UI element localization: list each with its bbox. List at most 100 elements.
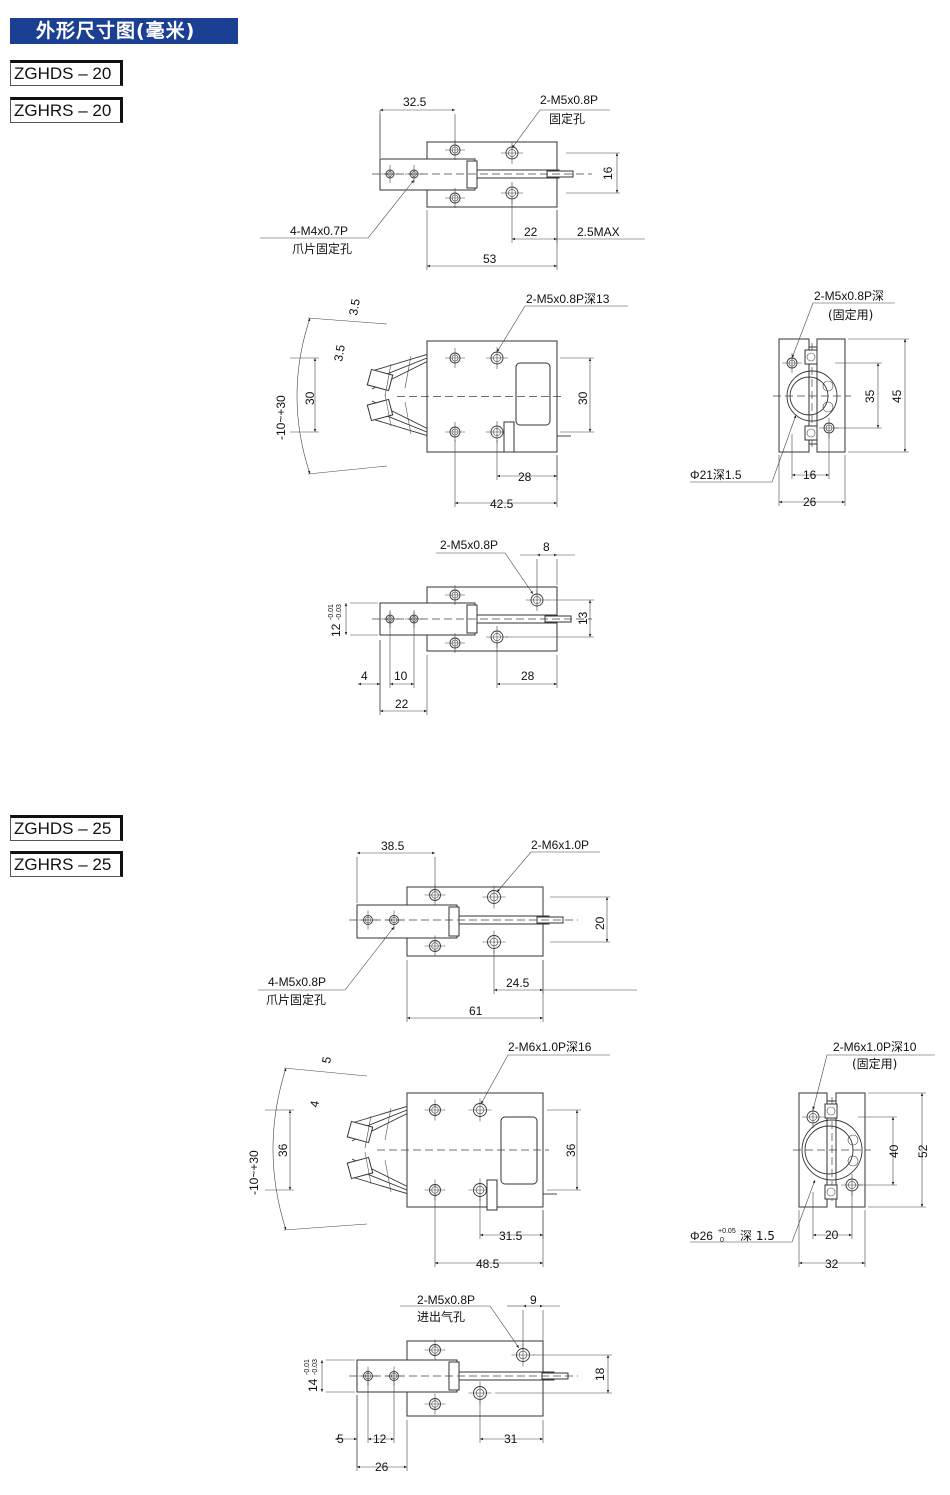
callout-20-top-hole-note: 固定孔 xyxy=(549,111,585,126)
page-title: 外形尺寸图(毫米) xyxy=(10,18,238,44)
square-hole xyxy=(826,1187,836,1197)
square-hole xyxy=(806,352,816,362)
callout-25-front: 2-M6x1.0P深16 xyxy=(508,1040,592,1054)
leader-line xyxy=(400,1305,520,1349)
dim-25-bottom-31: 31 xyxy=(504,1432,518,1446)
callout-20-side: 2-M5x0.8P深 xyxy=(814,289,884,303)
line xyxy=(307,465,388,475)
leader-line xyxy=(812,1054,935,1111)
dim-20-front-425: 42.5 xyxy=(490,497,514,511)
dim-20-bottom-10: 10 xyxy=(394,669,408,683)
callout-25-bottom-note: 进出气孔 xyxy=(417,1309,465,1324)
dim-20-front-a: 3.5 xyxy=(346,297,363,316)
angle-arc xyxy=(272,1067,287,1231)
callout-20-bottom: 2-M5x0.8P xyxy=(440,538,498,552)
dim-25-side-32: 32 xyxy=(825,1257,839,1271)
jaw-finger xyxy=(346,1120,374,1144)
leader-line xyxy=(258,926,395,991)
jaw-hatch xyxy=(384,1159,392,1193)
side-body-right xyxy=(816,338,846,453)
dim-25-top-height: 20 xyxy=(593,916,607,930)
dim-20-top-max: 2.5MAX xyxy=(577,225,620,239)
dim-25-side-20: 20 xyxy=(825,1228,839,1242)
dim-25-top-rod: 24.5 xyxy=(506,976,530,990)
jaw-hatch xyxy=(404,401,412,435)
square-nut xyxy=(804,425,818,441)
callout-25-side-bore: Φ26 xyxy=(690,1229,713,1243)
square-nut xyxy=(824,1184,838,1200)
piston-cap xyxy=(466,160,478,189)
dim-20-front-angle: -10~+30 xyxy=(274,395,288,440)
jaw-hatch xyxy=(364,1151,372,1185)
jaw-finger xyxy=(366,398,394,422)
leader-line xyxy=(511,109,610,149)
dim-25-bottom-12: 12 xyxy=(373,1432,387,1446)
leader-line xyxy=(480,1054,610,1105)
tol-25-lower: -0.03 xyxy=(312,1359,319,1375)
jaw-hatch xyxy=(384,1107,392,1141)
leader-line xyxy=(260,179,415,239)
callout-25-top-jaw-note: 爪片固定孔 xyxy=(266,992,326,1007)
leader-line xyxy=(690,414,797,483)
jaw-edge xyxy=(371,418,428,437)
jaw-edge xyxy=(351,1105,408,1124)
jaw-hatch xyxy=(404,355,412,389)
line xyxy=(283,1223,368,1231)
dim-20-bottom-28: 28 xyxy=(521,669,535,683)
jaw-hatch xyxy=(384,393,392,427)
bore-outer xyxy=(801,1119,863,1181)
dim-20-side-16: 16 xyxy=(803,468,817,482)
line xyxy=(307,317,388,325)
dim-20-side-35: 35 xyxy=(863,389,877,403)
dim-25-front-315: 31.5 xyxy=(499,1229,523,1243)
model-label-zghds-25: ZGHDS – 25 xyxy=(10,815,123,841)
callout-20-front: 2-M5x0.8P深13 xyxy=(526,292,610,306)
leader-line xyxy=(436,552,534,595)
model-label-zghrs-20: ZGHRS – 20 xyxy=(10,97,123,123)
callout-20-side-note: (固定用) xyxy=(828,307,873,322)
callout-20-top-jaw-note: 爪片固定孔 xyxy=(292,241,352,256)
square-nut xyxy=(804,349,818,365)
square-nut xyxy=(824,1103,838,1119)
leader-line xyxy=(496,851,600,893)
jaw-edge xyxy=(351,1176,408,1195)
dim-20-bottom-12: 12 xyxy=(329,623,343,637)
window-outline xyxy=(500,1116,538,1185)
dim-25-front-b: 4 xyxy=(307,1099,322,1108)
port-icon xyxy=(847,1134,859,1146)
callout-25-top-hole: 2-M6x1.0P xyxy=(531,838,589,852)
dim-20-top-length: 53 xyxy=(483,252,497,266)
dim-20-bottom-8: 8 xyxy=(543,540,550,554)
line xyxy=(283,1067,368,1077)
jaw-hatch xyxy=(364,1115,372,1149)
tol-25-bore-upper: +0.05 xyxy=(718,1228,736,1235)
square-hole xyxy=(826,1106,836,1116)
square-hole xyxy=(806,428,816,438)
dim-20-side-26: 26 xyxy=(803,495,817,509)
dim-20-side-45: 45 xyxy=(890,389,904,403)
dim-25-front-right: 36 xyxy=(564,1143,578,1157)
callout-25-side-bore-depth: 深 1.5 xyxy=(740,1229,775,1243)
window-outline xyxy=(515,362,551,426)
callout-25-side-note: (固定用) xyxy=(852,1056,897,1071)
port-icon xyxy=(822,401,834,413)
dim-20-bottom-13: 13 xyxy=(576,611,590,625)
jaw-hatch xyxy=(384,363,392,397)
dim-25-top-length: 61 xyxy=(469,1004,483,1018)
dim-25-front-485: 48.5 xyxy=(476,1257,500,1271)
dim-25-front-a: 5 xyxy=(319,1055,334,1064)
dim-25-side-40: 40 xyxy=(887,1144,901,1158)
callout-20-top-hole: 2-M5x0.8P xyxy=(540,93,598,107)
dim-25-front-left: 36 xyxy=(276,1143,290,1157)
dim-20-top-height: 16 xyxy=(601,166,615,180)
sensor-plug xyxy=(486,1179,498,1211)
dim-20-front-left: 30 xyxy=(303,391,317,405)
jaw-edge xyxy=(371,353,428,372)
model-label-zghrs-25: ZGHRS – 25 xyxy=(10,851,123,877)
tol-25-bore-lower: 0 xyxy=(720,1237,724,1244)
callout-20-side-bore: Φ21深1.5 xyxy=(690,468,742,482)
jaw-finger xyxy=(366,368,394,392)
dim-20-bottom-4: 4 xyxy=(361,669,368,683)
callout-25-bottom: 2-M5x0.8P xyxy=(417,1293,475,1307)
